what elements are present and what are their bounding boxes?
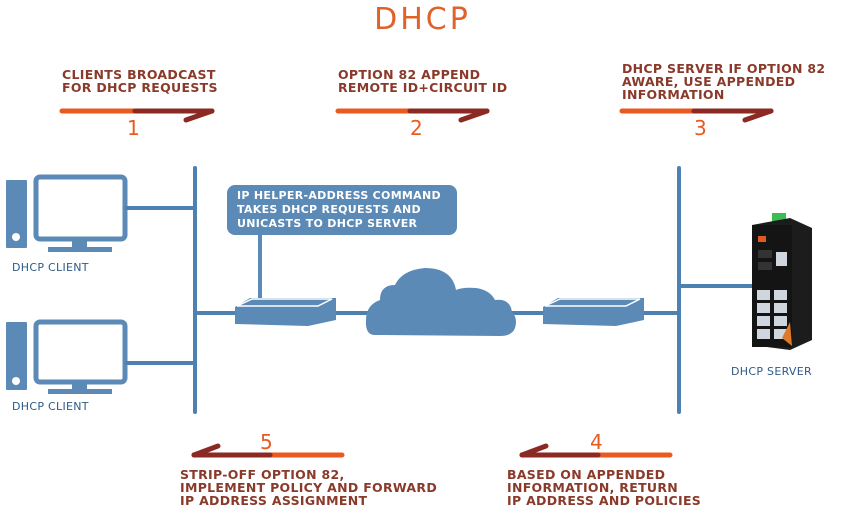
- client-1-label: DHCP CLIENT: [12, 261, 89, 274]
- desktop-computer-icon: [6, 174, 128, 252]
- server-label: DHCP SERVER: [731, 365, 812, 378]
- step-5-number: 5: [260, 430, 273, 454]
- step-3-number: 3: [694, 116, 707, 140]
- router-icon: [235, 298, 336, 326]
- step-5-text: STRIP-OFF OPTION 82, IMPLEMENT POLICY AN…: [180, 467, 438, 508]
- cloud-icon: [365, 268, 516, 336]
- ip-helper-callout: IP HELPER-ADDRESS COMMAND TAKES DHCP REQ…: [227, 185, 457, 235]
- step-3-arrow: [619, 108, 774, 123]
- router-icon: [543, 298, 644, 326]
- step-4-number: 4: [590, 430, 603, 454]
- step-2-text: OPTION 82 APPEND REMOTE ID+CIRCUIT ID: [338, 67, 508, 95]
- step-5-arrow: [191, 443, 345, 458]
- step-1-text: CLIENTS BROADCAST FOR DHCP REQUESTS: [62, 67, 218, 95]
- step-4-text: BASED ON APPENDED INFORMATION, RETURN IP…: [507, 467, 702, 508]
- client-2-label: DHCP CLIENT: [12, 400, 89, 413]
- desktop-computer-icon: [6, 319, 128, 394]
- step-4-arrow: [519, 443, 673, 458]
- step-1-arrow: [59, 108, 215, 123]
- step-3-text: DHCP SERVER IF OPTION 82 AWARE, USE APPE…: [622, 61, 826, 102]
- step-2-number: 2: [410, 116, 423, 140]
- step-1-number: 1: [127, 116, 140, 140]
- network-switch-icon: [752, 213, 812, 350]
- diagram-title: DHCP: [374, 2, 471, 37]
- step-2-arrow: [335, 108, 490, 123]
